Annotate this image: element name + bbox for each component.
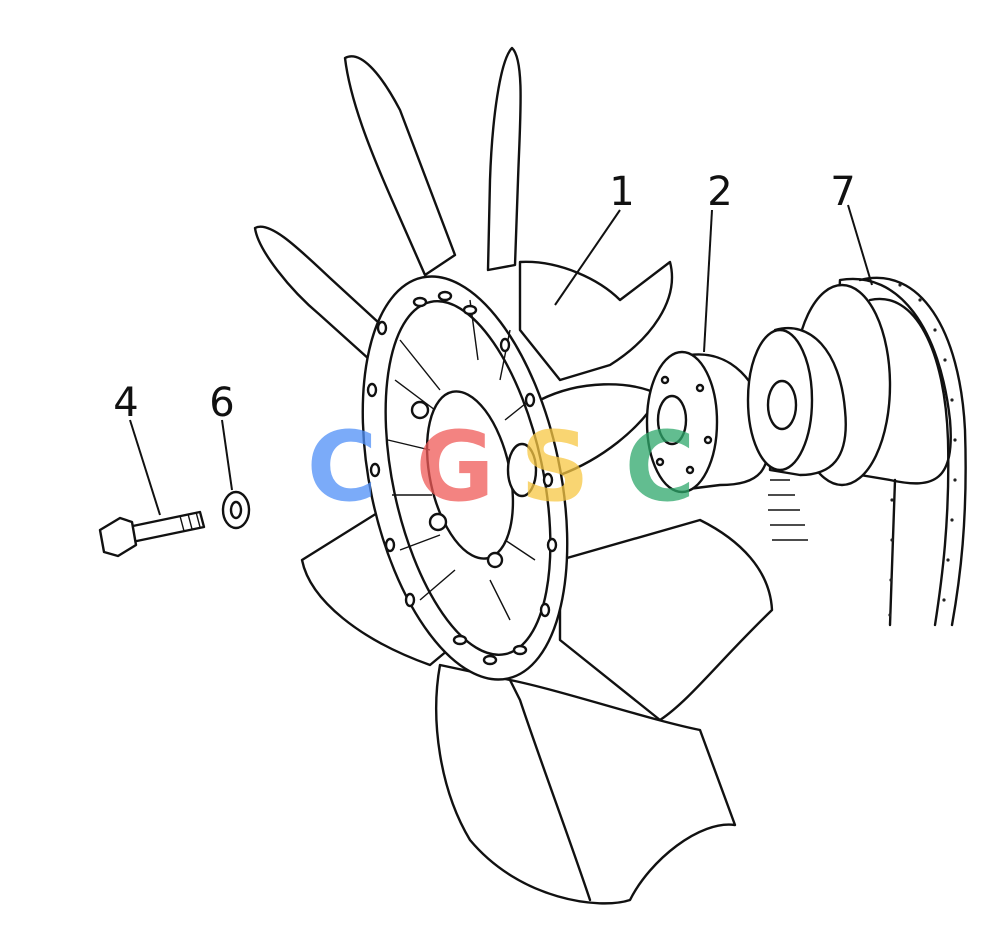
fan-blade-lower-left	[300, 503, 462, 667]
callout-4: 4	[113, 380, 138, 426]
fan-blade-upper-center	[486, 46, 522, 272]
leader-lines	[129, 204, 873, 516]
watermark-letter-s: S	[520, 411, 589, 523]
fan-blade-upper-left	[343, 55, 457, 277]
v-belt-lower	[888, 478, 897, 627]
bolt-thread	[179, 511, 201, 532]
watermark-logo: C G S C	[307, 411, 695, 523]
bolt-shank	[126, 510, 206, 544]
leader-1	[554, 209, 621, 306]
fan-blade-bottom-face	[508, 678, 592, 902]
pulley-teeth	[768, 479, 808, 541]
v-belt-inner	[868, 297, 950, 627]
callouts: 1 2 7 4 6	[113, 169, 855, 426]
callout-6: 6	[209, 380, 234, 426]
washer	[221, 490, 251, 530]
pulley-hub-bore	[766, 379, 798, 431]
callout-1: 1	[609, 169, 634, 215]
water-pump-pulley	[746, 277, 952, 541]
fan-assembly	[253, 46, 774, 905]
fan-blade-upper-right	[518, 260, 674, 382]
bolt	[98, 510, 206, 558]
watermark-letter-c2: C	[625, 411, 695, 523]
callout-7: 7	[830, 169, 855, 215]
watermark-letter-c1: C	[307, 411, 377, 523]
fan-hub-bore	[506, 442, 538, 498]
watermark-letter-g: G	[416, 411, 495, 523]
leader-7	[847, 204, 873, 286]
leader-2	[703, 209, 713, 353]
fan-hub-inner	[384, 300, 552, 656]
fan-clutch	[645, 350, 770, 494]
bolt-head	[98, 516, 138, 558]
callout-2: 2	[707, 169, 732, 215]
fan-hub-holes	[366, 290, 558, 666]
v-belt-outer	[858, 276, 967, 627]
v-belt-texture	[888, 283, 957, 617]
fan-blade-bottom	[435, 663, 737, 905]
washer-hole	[229, 500, 243, 520]
fan-blade-lower-right	[558, 518, 774, 722]
leader-4	[129, 419, 161, 516]
v-belt	[858, 276, 967, 627]
fan-clutch-center	[656, 394, 688, 446]
leader-6	[221, 419, 233, 491]
